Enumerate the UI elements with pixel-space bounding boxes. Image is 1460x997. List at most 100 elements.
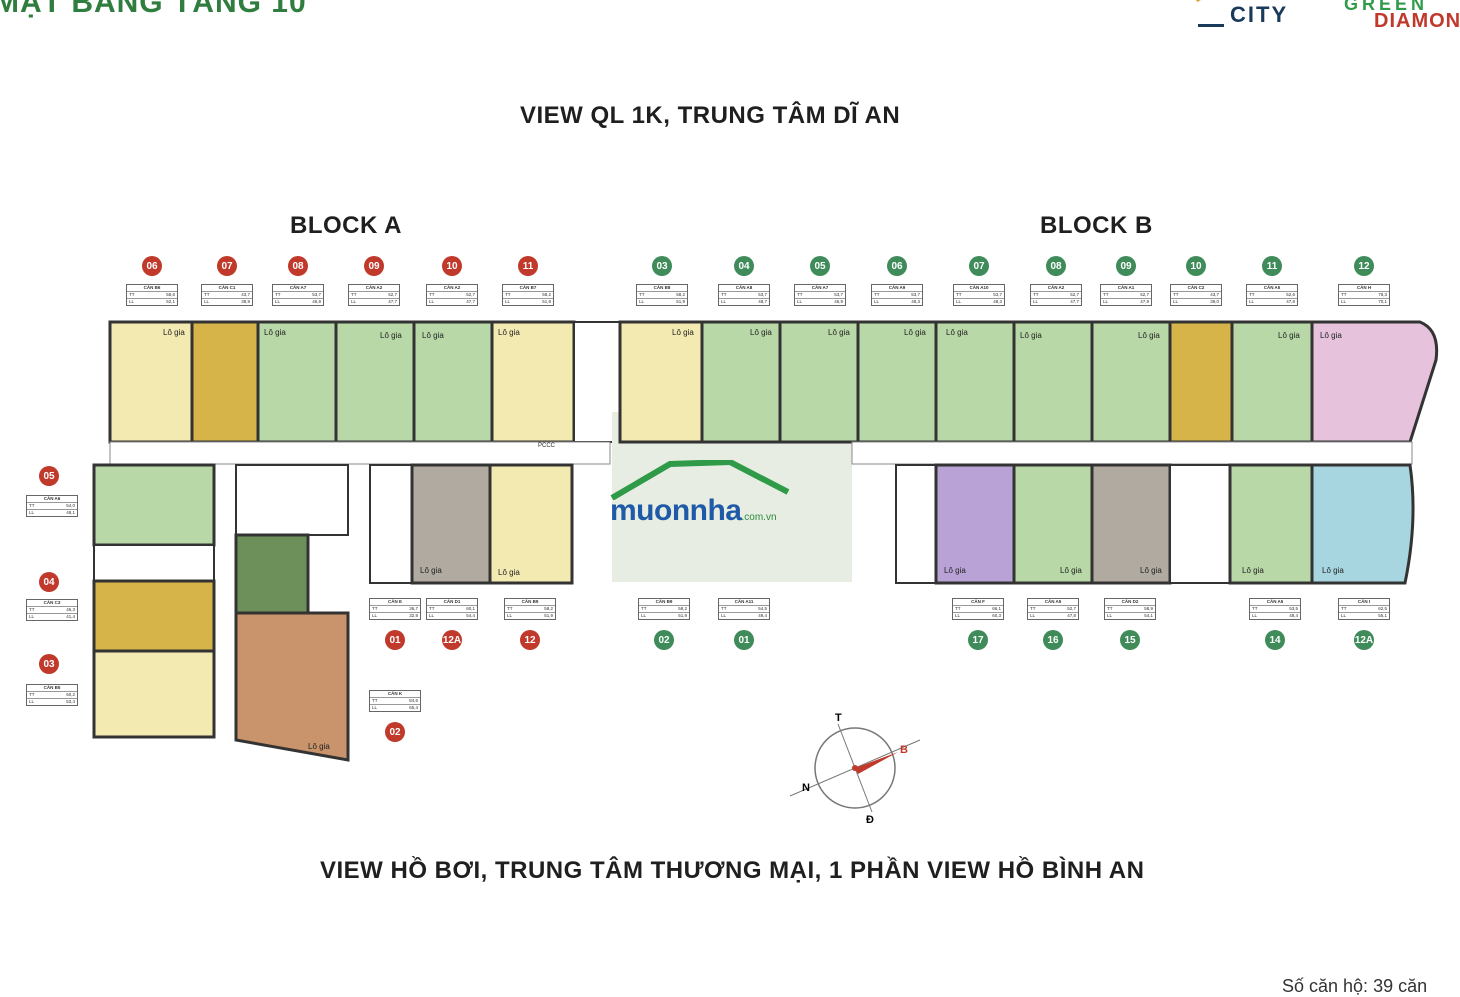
loggia-label: Lô gia: [1060, 566, 1082, 575]
project-logo: GREEN DIAMON: [1340, 0, 1460, 34]
unit-number-badge: 04: [734, 256, 754, 276]
logo-right-line1: GREEN: [1344, 0, 1429, 14]
unit-number-badge: 02: [385, 722, 405, 742]
unit-type-name: CĂN C2: [1187, 285, 1205, 290]
unit-number-badge: 07: [217, 256, 237, 276]
unit-number-badge: 15: [1120, 630, 1140, 650]
unit-type-name: CĂN A7: [289, 285, 307, 290]
unit-b12: [1310, 320, 1439, 444]
unit-number-badge: 11: [518, 256, 538, 276]
unit-a07: [190, 320, 260, 444]
unit-a04: [92, 579, 216, 653]
loggia-label: Lô gia: [1242, 566, 1264, 575]
unit-b05: [778, 320, 860, 444]
unit-type-name: CĂN B6: [143, 285, 161, 290]
unit-number-badge: 03: [652, 256, 672, 276]
loggia-label: Lô gia: [904, 328, 926, 337]
logo-icon: [1196, 0, 1240, 27]
unit-a08: [256, 320, 338, 444]
unit-type-name: CĂN B8: [653, 285, 671, 290]
pccc-label: PCCC: [538, 443, 556, 449]
unit-number-badge: 16: [1043, 630, 1063, 650]
unit-number-badge: 02: [654, 630, 674, 650]
unit-number-badge: 06: [887, 256, 907, 276]
unit-number-badge: 09: [1116, 256, 1136, 276]
unit-number-badge: 12: [520, 630, 540, 650]
unit-number-badge: 05: [810, 256, 830, 276]
unit-type-name: CĂN D2: [1121, 599, 1139, 604]
loggia-label: Lô gia: [750, 328, 772, 337]
unit-type-name: CĂN B9: [655, 599, 673, 604]
unit-b07: [934, 320, 1016, 444]
loggia-label: Lô gia: [828, 328, 850, 337]
unit-type-name: CĂN A5: [1266, 599, 1284, 604]
unit-a05: [92, 463, 216, 547]
unit-b16: [1012, 463, 1094, 585]
unit-type-name: CĂN B7: [519, 285, 537, 290]
corridor-b: [851, 441, 1413, 465]
unit-a12: [488, 463, 574, 585]
unit-b12a: [1310, 463, 1415, 585]
loggia-label: Lô gia: [264, 328, 286, 337]
unit-type-name: CĂN A9: [888, 285, 906, 290]
unit-type-name: CĂN I: [1357, 599, 1371, 604]
compass-west: N: [802, 782, 810, 794]
loggia-label: Lô gia: [1140, 566, 1162, 575]
corridor-a: [109, 441, 611, 465]
unit-number-badge: 05: [39, 466, 59, 486]
unit-a03: [92, 649, 216, 739]
unit-number-badge: 04: [39, 572, 59, 592]
unit-b04: [700, 320, 782, 444]
unit-a02: [234, 611, 350, 762]
unit-number-badge: 12: [1354, 256, 1374, 276]
